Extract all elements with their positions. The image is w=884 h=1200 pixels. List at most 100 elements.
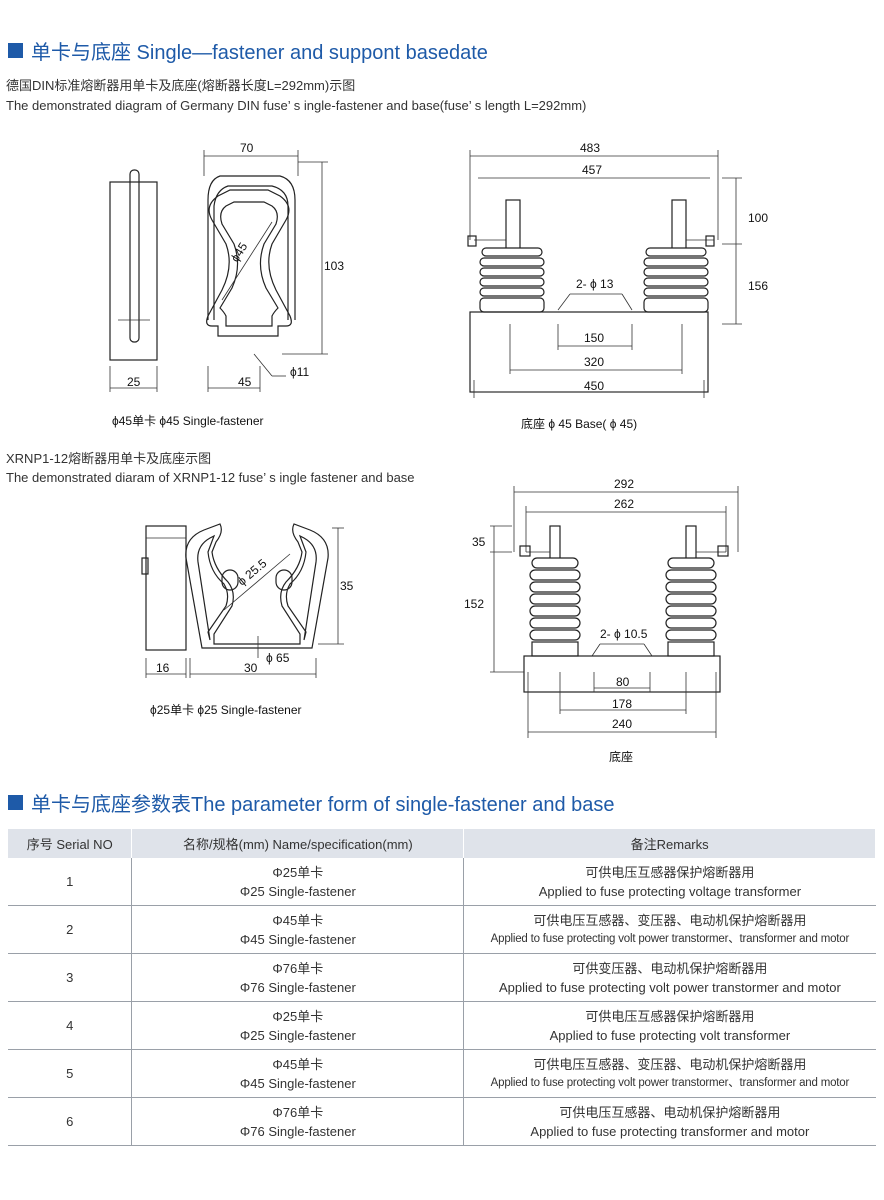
name-cn: Φ45单卡 xyxy=(272,1056,324,1072)
header-serial: 序号 Serial NO xyxy=(8,829,133,858)
dim-178: 178 xyxy=(612,697,632,711)
name-cell: Φ25单卡 Φ25 Single-fastener xyxy=(131,1001,464,1050)
table-row: 2 Φ45单卡 Φ45 Single-fastener 可供电压互感器、变压器、电… xyxy=(8,905,876,954)
dim-483: 483 xyxy=(580,141,600,155)
name-en: Φ76 Single-fastener xyxy=(239,1123,356,1139)
remark-cell: 可供电压互感器、电动机保护熔断器用 Applied to fuse protect… xyxy=(463,1097,876,1146)
insulator-left-xrnp xyxy=(529,557,581,657)
serial-cell: 5 xyxy=(8,1049,132,1098)
table-row: 3 Φ76单卡 Φ76 Single-fastener 可供变压器、电动机保护熔断… xyxy=(8,953,876,1002)
phi45-fastener-drawing: ϕ45 70 103 ϕ11 25 45 xyxy=(109,141,344,392)
remark-en: Applied to fuse protecting voltage trans… xyxy=(538,883,802,899)
table-row: 1 Φ25单卡 Φ25 Single-fastener 可供电压互感器保护熔断器用… xyxy=(8,858,876,906)
remark-cell: 可供电压互感器保护熔断器用 Applied to fuse protecting … xyxy=(463,1001,876,1050)
insulator-left xyxy=(479,247,545,313)
name-en: Φ45 Single-fastener xyxy=(239,931,356,947)
subtitle-cn-xrnp: XRNP1-12熔断器用单卡及底座示图 xyxy=(6,451,212,466)
insulator-right xyxy=(643,247,709,313)
remark-cn: 可供变压器、电动机保护熔断器用 xyxy=(572,960,768,976)
dim-45: 45 xyxy=(238,375,252,389)
dim-320: 320 xyxy=(584,355,604,369)
dim-phi11: ϕ11 xyxy=(290,365,310,379)
dim-2phi10-5: 2- ϕ 10.5 xyxy=(600,627,648,641)
phi45-base-drawing: 483 457 100 156 2- ϕ 13 150 320 xyxy=(467,141,768,398)
name-en: Φ25 Single-fastener xyxy=(239,1027,356,1043)
dim-2phi13: 2- ϕ 13 xyxy=(576,277,614,291)
header-name: 名称/规格(mm) Name/specification(mm) xyxy=(131,829,465,858)
caption-phi45-fastener: ϕ45单卡 ϕ45 Single-fastener xyxy=(112,414,264,428)
remark-cell: 可供电压互感器、变压器、电动机保护熔断器用 Applied to fuse pro… xyxy=(463,905,876,954)
dim-16: 16 xyxy=(156,661,170,675)
dim-292: 292 xyxy=(614,477,634,491)
serial-cell: 4 xyxy=(8,1001,132,1050)
name-cn: Φ76单卡 xyxy=(272,1104,324,1120)
remark-en: Applied to fuse protecting volt transfor… xyxy=(549,1027,791,1043)
dim-100: 100 xyxy=(748,211,768,225)
name-cn: Φ76单卡 xyxy=(272,960,324,976)
table-header-row: 序号 Serial NO 名称/规格(mm) Name/specificatio… xyxy=(8,829,876,858)
name-en: Φ45 Single-fastener xyxy=(239,1075,356,1091)
name-cell: Φ45单卡 Φ45 Single-fastener xyxy=(131,1049,464,1098)
name-cn: Φ45单卡 xyxy=(272,912,324,928)
xrnp-base-drawing: 292 262 35 152 2- ϕ 10.5 xyxy=(464,477,739,738)
remark-en: Applied to fuse protecting volt power tr… xyxy=(498,979,841,995)
dim-phi25-5: ϕ 25.5 xyxy=(235,556,270,588)
dim-240: 240 xyxy=(612,717,632,731)
remark-cell: 可供变压器、电动机保护熔断器用 Applied to fuse protectin… xyxy=(463,953,876,1002)
subtitle-en-din: The demonstrated diagram of Germany DIN … xyxy=(6,98,587,113)
dim-103: 103 xyxy=(324,259,344,273)
dim-457: 457 xyxy=(582,163,602,177)
dim-phi65: ϕ 65 xyxy=(266,651,290,665)
parameter-table: 序号 Serial NO 名称/规格(mm) Name/specificatio… xyxy=(8,829,876,1146)
dim-450: 450 xyxy=(584,379,604,393)
name-cell: Φ45单卡 Φ45 Single-fastener xyxy=(131,905,464,954)
dim-150: 150 xyxy=(584,331,604,345)
square-bullet-icon xyxy=(8,43,23,58)
section-title-text: 单卡与底座参数表The parameter form of single-fas… xyxy=(31,794,615,816)
square-bullet-icon xyxy=(8,795,23,810)
phi25-fastener-drawing: ϕ 25.5 35 ϕ 65 16 30 xyxy=(141,523,354,678)
caption-phi25-fastener: ϕ25单卡 ϕ25 Single-fastener xyxy=(150,703,302,717)
name-cell: Φ76单卡 Φ76 Single-fastener xyxy=(131,953,464,1002)
section-title-text: 单卡与底座 Single—fastener and suppont baseda… xyxy=(31,42,488,64)
serial-cell: 6 xyxy=(8,1097,132,1146)
dim-35-base: 35 xyxy=(472,535,486,549)
name-cell: Φ76单卡 Φ76 Single-fastener xyxy=(131,1097,464,1146)
name-en: Φ25 Single-fastener xyxy=(239,883,356,899)
dim-152: 152 xyxy=(464,597,484,611)
remark-cn: 可供电压互感器保护熔断器用 xyxy=(585,864,755,880)
remark-cn: 可供电压互感器、电动机保护熔断器用 xyxy=(559,1104,781,1120)
name-cn: Φ25单卡 xyxy=(272,864,324,880)
remark-cell: 可供电压互感器保护熔断器用 Applied to fuse protecting … xyxy=(463,858,876,906)
name-cell: Φ25单卡 Φ25 Single-fastener xyxy=(131,858,464,906)
remark-cell: 可供电压互感器、变压器、电动机保护熔断器用 Applied to fuse pro… xyxy=(463,1049,876,1098)
insulator-right-xrnp xyxy=(665,557,717,657)
name-en: Φ76 Single-fastener xyxy=(239,979,356,995)
remark-cn: 可供电压互感器、变压器、电动机保护熔断器用 xyxy=(533,912,807,928)
header-remarks: 备注Remarks xyxy=(463,829,876,858)
caption-phi45-base: 底座 ϕ 45 Base( ϕ 45) xyxy=(521,417,638,431)
serial-cell: 1 xyxy=(8,858,132,906)
serial-cell: 3 xyxy=(8,953,132,1002)
dim-80: 80 xyxy=(616,675,630,689)
remark-cn: 可供电压互感器、变压器、电动机保护熔断器用 xyxy=(533,1056,807,1072)
section-title-fasteners: 单卡与底座 Single—fastener and suppont baseda… xyxy=(8,36,488,65)
subtitle-cn-din: 德国DIN标准熔断器用单卡及底座(熔断器长度L=292mm)示图 xyxy=(6,78,356,93)
serial-cell: 2 xyxy=(8,905,132,954)
caption-xrnp-base: 底座 xyxy=(609,750,634,764)
remark-en: Applied to fuse protecting volt power tr… xyxy=(490,932,850,945)
dim-30: 30 xyxy=(244,661,258,675)
dim-156: 156 xyxy=(748,279,768,293)
dim-262: 262 xyxy=(614,497,634,511)
remark-en: Applied to fuse protecting volt power tr… xyxy=(490,1076,850,1089)
dim-25: 25 xyxy=(127,375,141,389)
section-title-parameters: 单卡与底座参数表The parameter form of single-fas… xyxy=(8,788,615,817)
remark-en: Applied to fuse protecting transformer a… xyxy=(530,1123,810,1139)
remark-cn: 可供电压互感器保护熔断器用 xyxy=(585,1008,755,1024)
table-row: 5 Φ45单卡 Φ45 Single-fastener 可供电压互感器、变压器、电… xyxy=(8,1049,876,1098)
dim-35: 35 xyxy=(340,579,354,593)
dim-70: 70 xyxy=(240,141,254,155)
table-row: 6 Φ76单卡 Φ76 Single-fastener 可供电压互感器、电动机保护… xyxy=(8,1097,876,1146)
name-cn: Φ25单卡 xyxy=(272,1008,324,1024)
table-row: 4 Φ25单卡 Φ25 Single-fastener 可供电压互感器保护熔断器用… xyxy=(8,1001,876,1050)
